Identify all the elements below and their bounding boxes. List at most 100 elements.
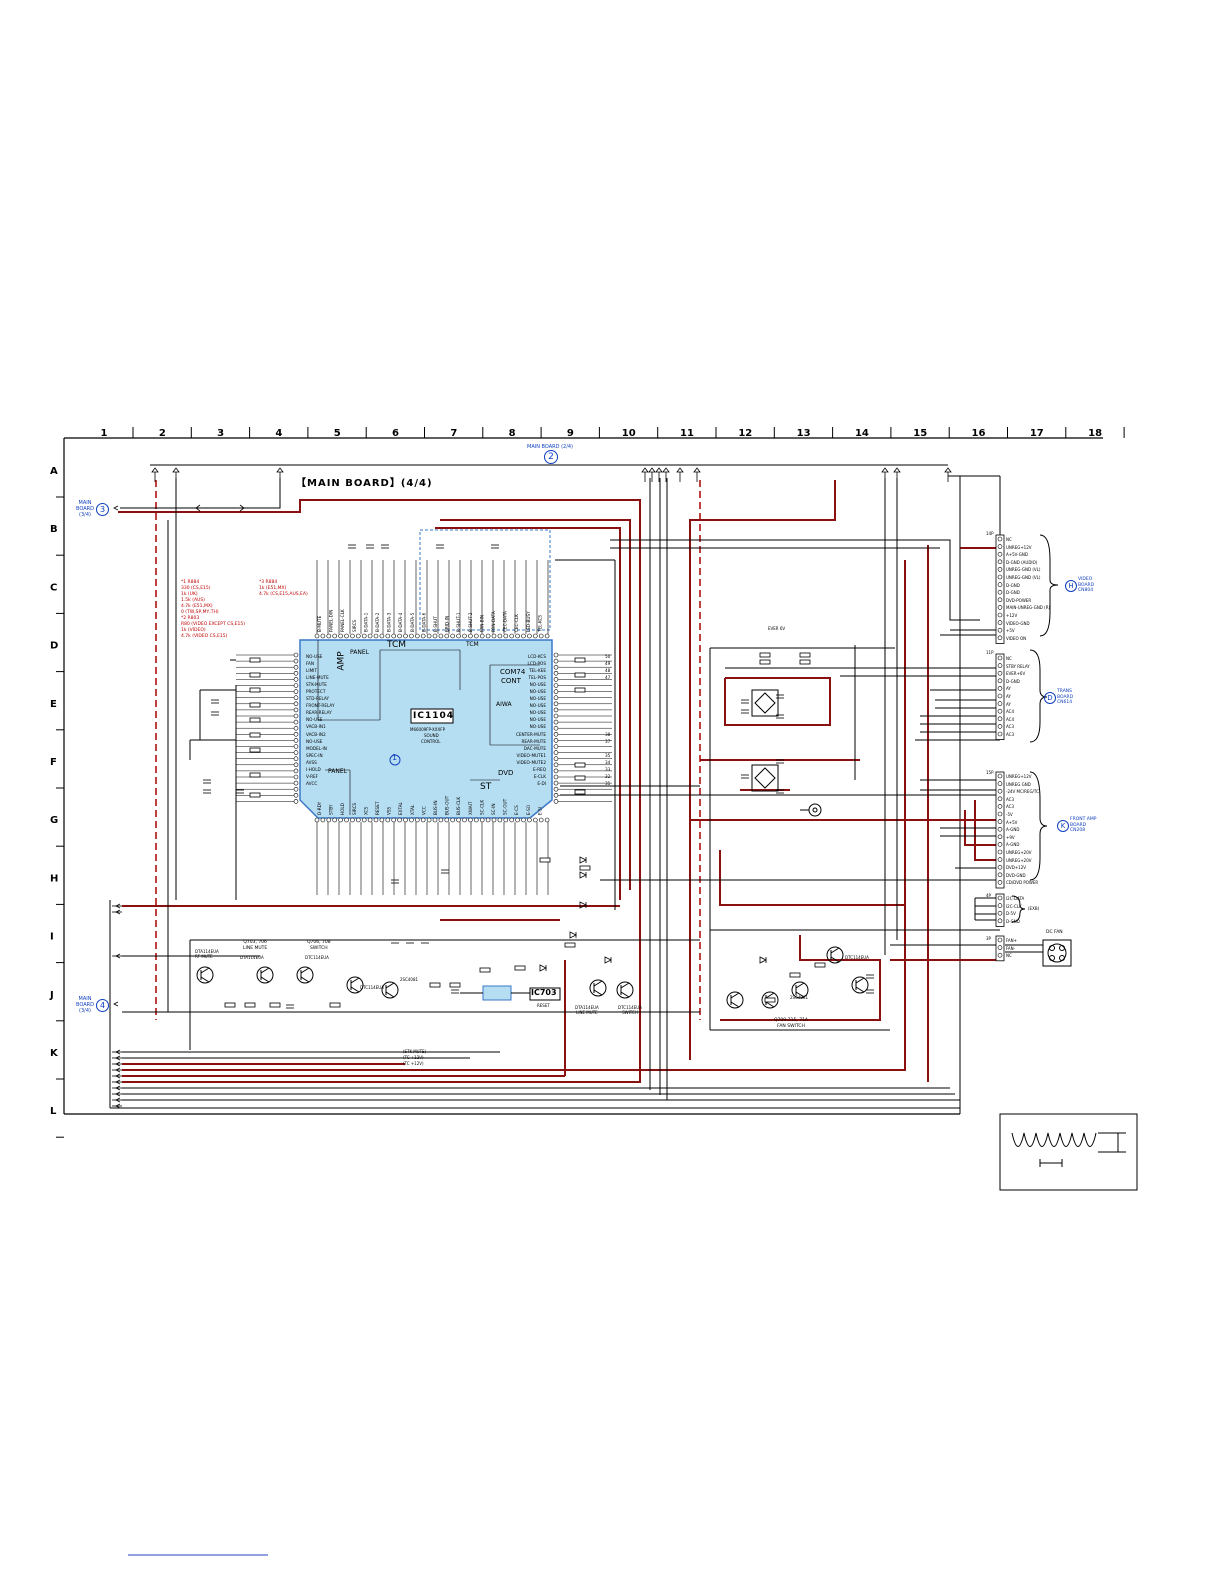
grid-frame (63, 437, 1103, 1115)
ic-pin-top (326, 633, 332, 639)
note-line: 1k (UK) (181, 592, 198, 597)
ic-pin-top (344, 633, 349, 639)
pin-name: NO-USE (306, 654, 323, 659)
connector-pin (997, 819, 1003, 824)
column-label: 10 (622, 428, 636, 439)
diode (539, 964, 547, 972)
resistor (579, 865, 591, 871)
column-label: 11 (680, 428, 694, 439)
resistor (249, 732, 261, 738)
pin-name: V-REF (306, 773, 319, 779)
signal-arrow (195, 504, 205, 512)
connector-pin (997, 686, 1003, 691)
diode (604, 956, 612, 964)
ic-top-pin-name: PANEL-CLK (340, 609, 345, 632)
waveform-box (999, 1113, 1138, 1191)
trans-conn-ref: 11P (986, 650, 994, 655)
passive-components (151, 467, 952, 1009)
connector-pin (997, 708, 1003, 714)
video-board-circle: H (1065, 580, 1077, 592)
transistor-symbol (851, 976, 869, 994)
ic1104-label-cont: CONT (501, 677, 521, 685)
resistor (539, 857, 551, 863)
ic-pin-bottom (397, 817, 402, 823)
connector-pin (997, 945, 1003, 950)
column-label: 6 (392, 428, 399, 439)
ic-pin-bottom (420, 817, 426, 823)
pin-name: VIDEO-MUTE2 (516, 759, 546, 765)
connector-pin-name: NC (1006, 656, 1012, 661)
pin-name: AVSS (306, 759, 317, 765)
pin-name: STK-MUTE (306, 682, 327, 688)
pin-name: 31 (605, 780, 611, 786)
pin-name: 50 (605, 654, 611, 659)
transistor-collector (830, 947, 840, 954)
ic-pin-top (473, 633, 479, 639)
ic-bottom-pin-name: RESET (375, 801, 380, 815)
transistor-symbol (589, 979, 607, 997)
resistor (269, 1002, 281, 1008)
connector-fan (995, 935, 1005, 962)
ic-pin-top (527, 633, 532, 639)
pin-name: TEL-POS (528, 675, 546, 681)
transistor-emitter (620, 991, 630, 998)
ic-bottom-pin-name: STBY (329, 804, 334, 815)
connector-pin-name: D-GND (1006, 678, 1020, 684)
column-label: 16 (972, 428, 986, 439)
ic-pin-bottom (379, 817, 385, 823)
connector-pin-name: DVD+12V (1006, 865, 1027, 871)
ic-pin-bottom (462, 817, 467, 823)
connector-pin-name: +9V (1006, 834, 1015, 840)
resistor (574, 789, 586, 795)
red-traces (118, 480, 1000, 1083)
pin-name: NO-USE (529, 689, 546, 695)
connector-pin-name: I2C-CLK (1006, 903, 1022, 909)
pin-name (605, 688, 610, 695)
pin-name: NO-USE (529, 696, 546, 702)
top-ref-circle: 2 (544, 450, 558, 464)
signal-arrow (232, 504, 245, 512)
column-label: 13 (797, 428, 811, 439)
connector-pin (997, 796, 1003, 802)
ic-pin-top (544, 633, 550, 639)
pin-name (605, 723, 610, 730)
frontamp-board-name: FRONT AMP BOARD CN208 (1070, 817, 1097, 833)
connector-pin-name: UNREG+20V (1006, 849, 1032, 855)
ic-top-pin-name: B-DATA-1 (363, 612, 368, 632)
pin-name: NO-USE (529, 703, 546, 709)
ic-pin-bottom (373, 817, 379, 823)
resistor (574, 657, 586, 663)
column-label: 2 (159, 428, 166, 439)
ic-bottom-pin-name: BUS-CLK (456, 797, 461, 815)
transistor-emitter (260, 976, 270, 983)
resistor (429, 982, 441, 988)
ic-pin-bottom (350, 817, 355, 823)
transistor-symbol (616, 981, 634, 999)
connector-pin-name: D-GND (1006, 590, 1020, 596)
ic-pin-top (521, 633, 526, 639)
ic-bottom-pin-name: D-RDY (317, 801, 322, 815)
transistor-emitter (795, 991, 805, 998)
connector-pin (997, 910, 1003, 916)
ic-pin-top (379, 633, 385, 639)
ic-top-pin-name: B-SHUT (433, 616, 438, 632)
pin-name: AVCC (306, 780, 318, 786)
pin-name: NO-USE (306, 717, 323, 723)
ic-pin-top (497, 633, 503, 639)
connector-pin (997, 612, 1003, 618)
ic1104-name: IC1104 (413, 711, 455, 721)
connector-pin (997, 849, 1003, 855)
note-line: 1.5k (AUS) (181, 598, 205, 603)
pin-name: 34 (605, 759, 611, 765)
resistor (799, 652, 811, 658)
connector-pin-name: I2C-DATA (1006, 896, 1025, 901)
ic1104-label-tcm2: TCM (466, 641, 479, 648)
resistor (789, 972, 801, 978)
ic-bottom-pin-name: XTAL (410, 804, 415, 815)
ic1104-label-dvd: DVD (498, 769, 514, 777)
connector-pin (997, 781, 1003, 786)
pin-name: 37 (605, 738, 611, 744)
